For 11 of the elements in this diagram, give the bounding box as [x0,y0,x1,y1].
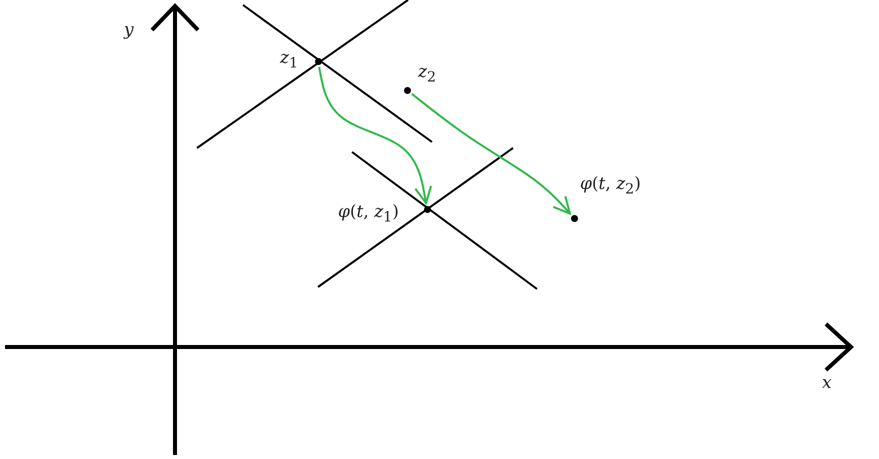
point-label: z$_{2}$ [418,64,436,85]
point-label: φ(t, z$_{2}$) [580,176,641,197]
axis-label: x [822,375,832,392]
axis-label: y [124,22,134,39]
point [314,58,322,64]
point [404,86,410,94]
point [570,214,578,222]
curved-arrow [411,92,571,215]
point-label: φ(t, z$_{1}$) [338,204,399,225]
curved-arrow [318,66,432,204]
point-label: z$_{1}$ [280,50,298,71]
